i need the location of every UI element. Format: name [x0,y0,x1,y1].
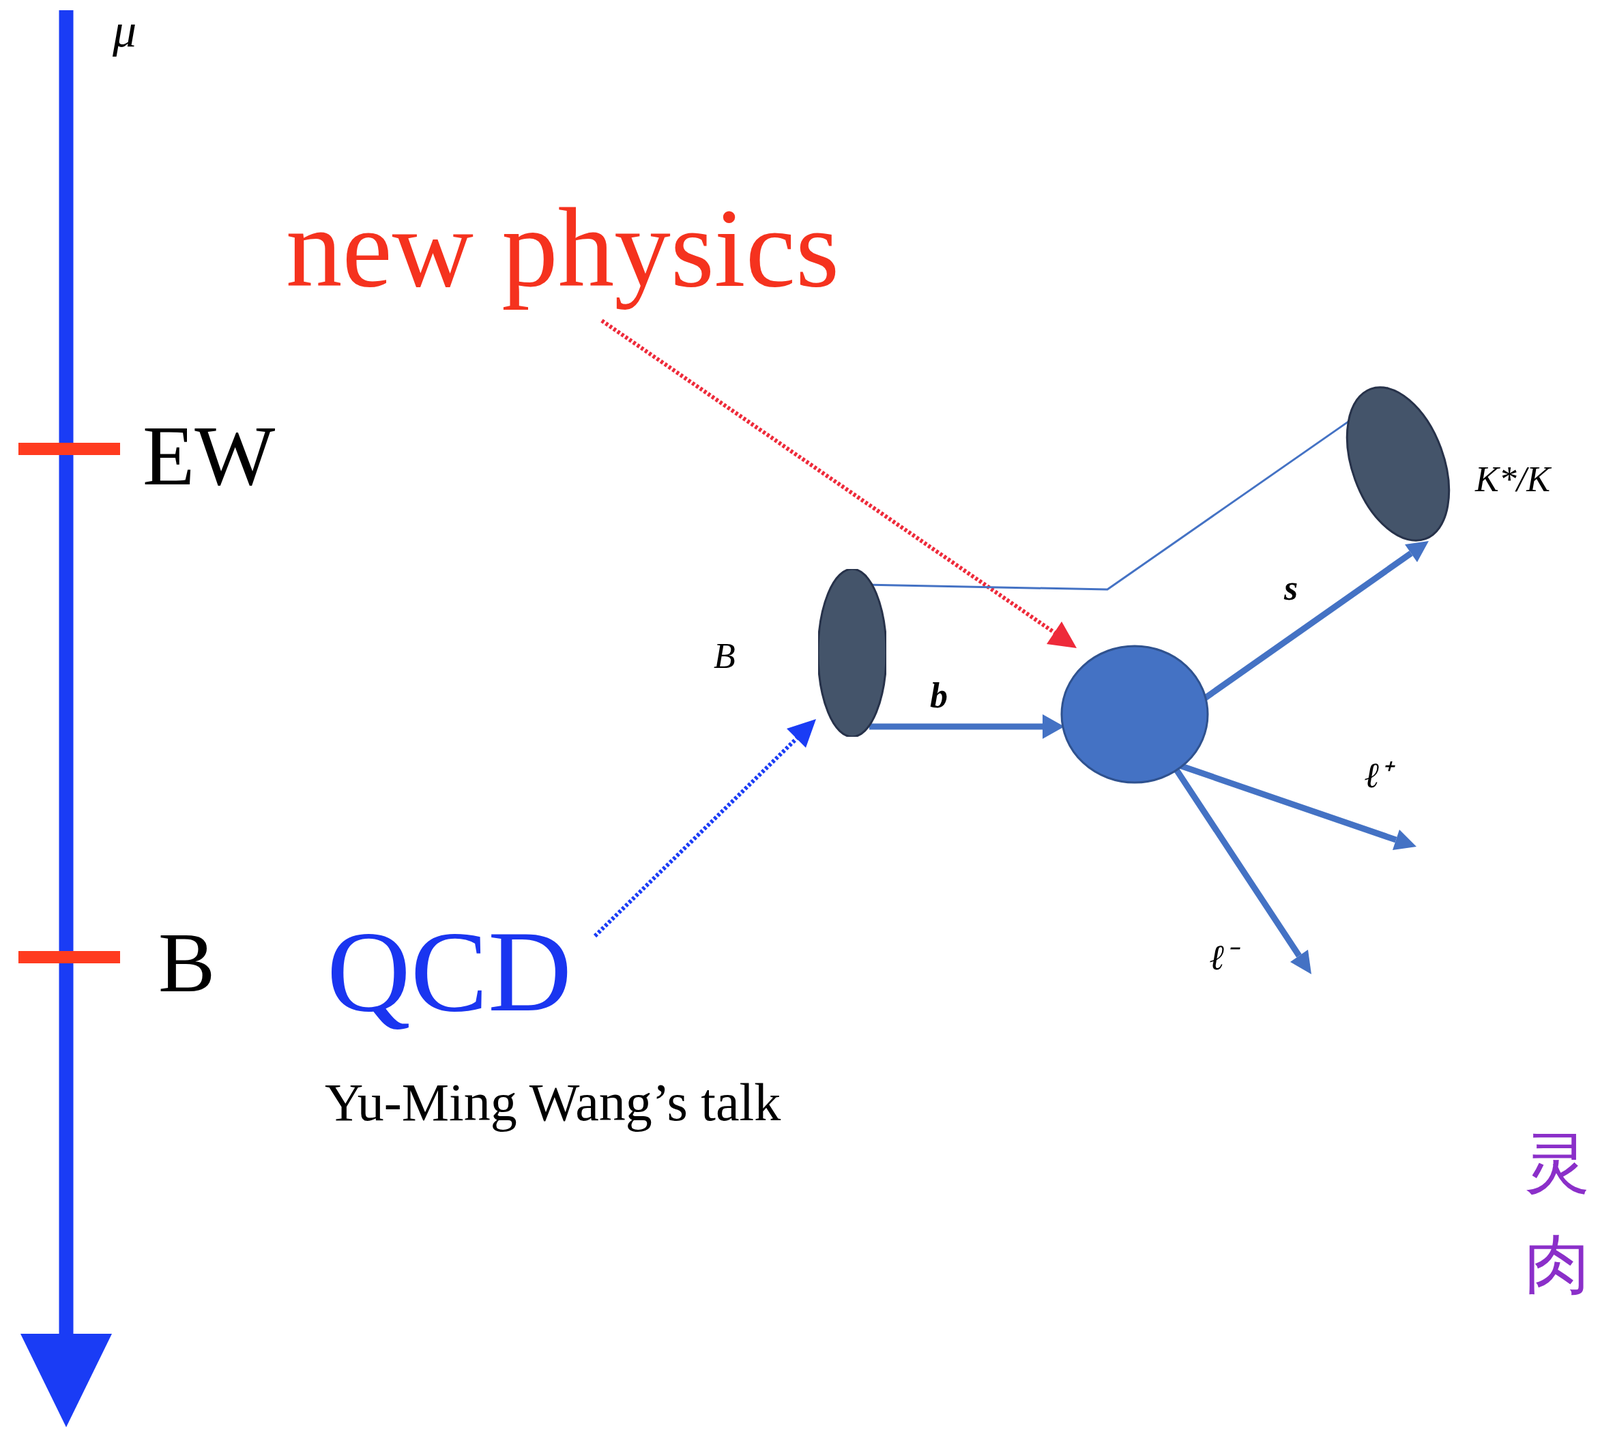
meson-shape [1329,375,1467,553]
text-label: EW [142,413,275,499]
lepton-line [1173,763,1396,840]
scale-axis [59,10,74,1339]
quark-arrowhead [1404,541,1429,563]
pointer-arrowhead [1046,621,1077,649]
meson-ellipse [818,569,887,737]
quark-line [1204,553,1412,699]
meson-label: B [713,638,736,675]
quark-line [869,723,1046,731]
axis-arrowhead [20,1333,112,1428]
text-label: B [158,920,215,1006]
lepton-arrowhead [1392,829,1417,851]
meson-shape [818,569,887,737]
scale-tick [18,951,121,964]
pointer-arrow [594,736,799,937]
lepton-arrowhead [1290,949,1312,975]
text-label: QCD [326,913,572,1030]
meson-label: K*/K [1475,461,1551,498]
text-label: new physics [285,191,840,305]
meson-ellipse [1329,375,1467,553]
text-label: b [929,678,948,714]
text-label: 灵 [1524,1130,1590,1197]
interaction-blob [1061,646,1208,783]
text-label: Yu-Ming Wang’s talk [324,1075,781,1130]
spectator-quark-line [872,421,1349,590]
text-label: μ [112,6,137,55]
text-label: ℓ⁺ [1363,758,1392,794]
text-label: s [1284,570,1298,606]
text-label: ℓ⁻ [1209,940,1237,976]
pointer-arrowhead [786,719,817,748]
meson-node: K*/K [1329,375,1467,553]
lepton-line [1173,765,1300,956]
text-label: 肉 [1524,1232,1590,1298]
scale-tick [18,442,121,456]
meson-node: B [818,569,887,737]
